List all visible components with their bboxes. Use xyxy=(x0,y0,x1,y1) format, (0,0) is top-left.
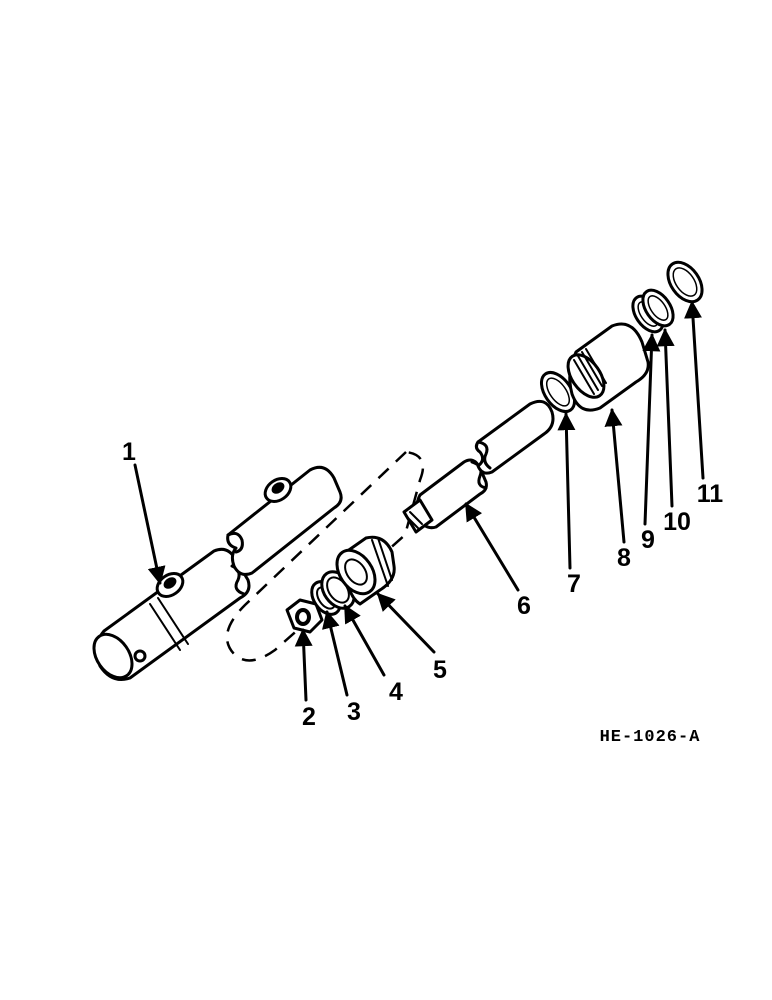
callout-6: 6 xyxy=(517,592,531,620)
callout-10: 10 xyxy=(663,508,691,536)
leader-9 xyxy=(642,333,661,526)
callout-2: 2 xyxy=(302,703,316,731)
leader-7 xyxy=(557,412,576,570)
callout-5: 5 xyxy=(433,656,447,684)
part-6-piston-rod xyxy=(402,458,488,534)
group-outline xyxy=(225,450,425,662)
callout-7: 7 xyxy=(567,570,581,598)
figure-code: HE-1026-A xyxy=(600,728,701,747)
leader-8 xyxy=(604,408,626,544)
callout-3: 3 xyxy=(347,698,361,726)
callout-4: 4 xyxy=(389,678,403,706)
part-1-cylinder-barrel xyxy=(92,547,251,681)
part-8-cylinder-head xyxy=(566,322,650,412)
leader-4 xyxy=(343,604,386,677)
leader-6 xyxy=(464,502,520,592)
part-10-ring xyxy=(641,288,675,328)
leader-2 xyxy=(294,628,313,702)
part-5-piston xyxy=(335,535,396,606)
leader-10 xyxy=(656,328,675,508)
callout-8: 8 xyxy=(617,544,631,572)
callout-9: 9 xyxy=(641,526,655,554)
callout-1: 1 xyxy=(122,438,136,466)
callout-11: 11 xyxy=(697,480,724,508)
part-11-wiper-ring xyxy=(666,260,704,304)
leader-1 xyxy=(133,463,166,585)
leader-3 xyxy=(322,610,349,697)
part-6-piston-rod-upper xyxy=(474,399,555,475)
leader-11 xyxy=(684,300,705,480)
part-1-cylinder-barrel-upper xyxy=(226,465,343,576)
part-2-nut xyxy=(285,598,324,634)
leader-5 xyxy=(376,592,436,654)
